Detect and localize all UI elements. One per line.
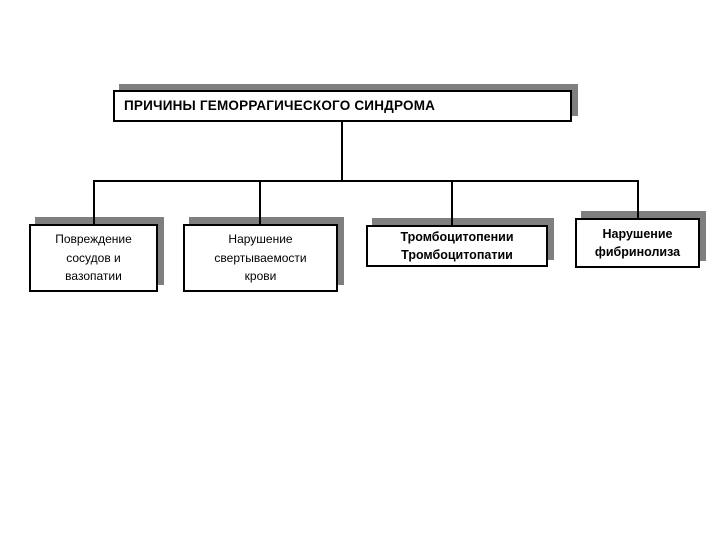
connector-drop-to-child-2	[259, 180, 261, 224]
child-node-vessel-damage-vasopathy[interactable]: Повреждение сосудов и вазопатии	[29, 224, 158, 292]
child-node-thrombocytopenia-thrombocytopathy[interactable]: Тромбоцитопении Тромбоцитопатии	[366, 225, 548, 267]
root-node-label: ПРИЧИНЫ ГЕМОРРАГИЧЕСКОГО СИНДРОМА	[124, 97, 436, 113]
connector-drop-to-child-3	[451, 180, 453, 225]
child-node-fibrinolysis-disorder[interactable]: Нарушение фибринолиза	[575, 218, 700, 268]
connector-drop-to-child-1	[93, 180, 95, 224]
child-node-4-label: Нарушение фибринолиза	[594, 226, 681, 259]
child-node-3-label: Тромбоцитопении Тромбоцитопатии	[400, 229, 514, 262]
child-node-blood-coagulation-disorder[interactable]: Нарушение свертываемости крови	[183, 224, 338, 292]
connector-trunk-vertical	[341, 121, 343, 182]
child-node-2-label: Нарушение свертываемости крови	[214, 232, 307, 284]
root-node-causes-of-hemorrhagic-syndrome[interactable]: ПРИЧИНЫ ГЕМОРРАГИЧЕСКОГО СИНДРОМА	[113, 90, 572, 122]
child-node-1-label: Повреждение сосудов и вазопатии	[55, 232, 132, 284]
connector-horizontal-bus	[93, 180, 639, 182]
connector-drop-to-child-4	[637, 180, 639, 218]
